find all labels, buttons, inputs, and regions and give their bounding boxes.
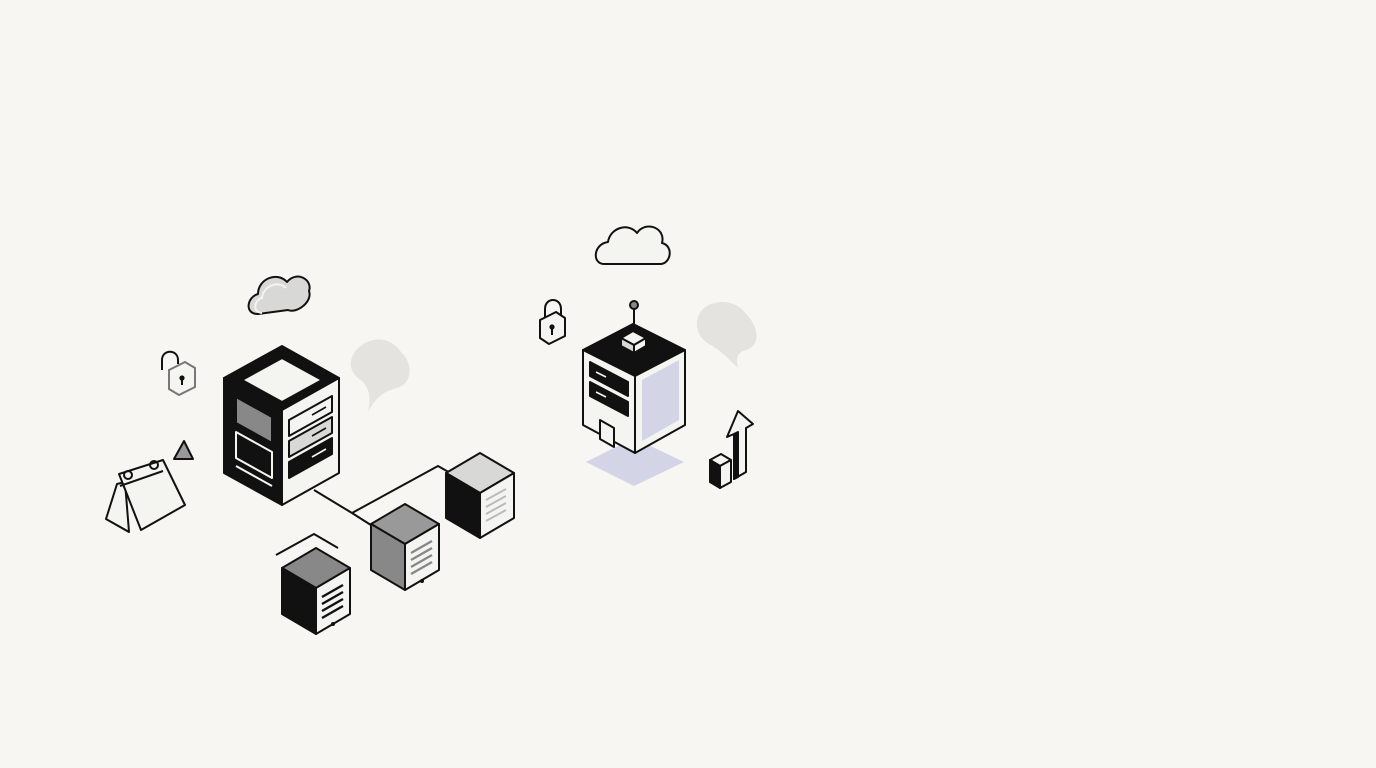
server-box-icon: [445, 452, 515, 539]
calendar-icon: [105, 459, 186, 533]
growth-arrow-icon: [709, 410, 754, 489]
server-rack-icon: [223, 345, 340, 506]
server-box-icon: [281, 547, 351, 635]
cloud-icon: [594, 225, 671, 265]
cloud-icon: [247, 275, 311, 315]
arrow-cursor-icon: [173, 440, 194, 460]
speech-bubble-icon: [696, 302, 757, 368]
unlock-icon: [161, 350, 196, 397]
connection-line-a: [313, 465, 453, 514]
building-icon: [582, 300, 686, 486]
speech-bubble-icon: [350, 339, 410, 412]
connection-line-c: [275, 533, 339, 556]
server-box-icon: [370, 503, 440, 591]
lock-icon: [539, 299, 566, 345]
building-shadow: [586, 438, 684, 486]
